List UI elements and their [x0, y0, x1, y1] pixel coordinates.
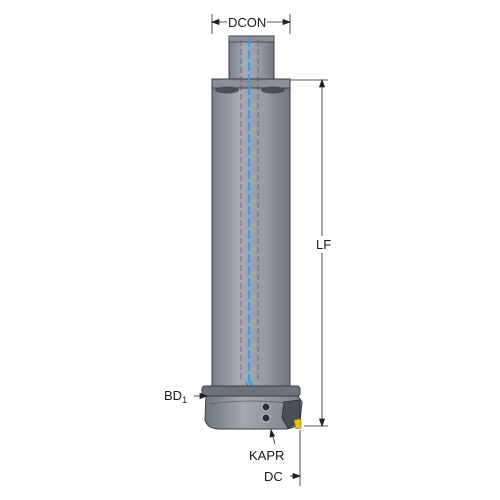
label-dcon: DCON — [227, 15, 268, 30]
clamp-screw-lower — [261, 413, 271, 423]
cutting-head — [201, 385, 303, 430]
flat-left — [215, 86, 239, 94]
dim-bd1 — [194, 392, 209, 400]
dim-lf — [290, 78, 328, 428]
label-dc: DC — [264, 469, 283, 484]
shank-body — [211, 87, 291, 389]
label-lf: LF — [315, 236, 333, 253]
flat-right — [261, 86, 285, 94]
dim-kapr — [269, 428, 276, 445]
label-bd1: BD1 — [164, 388, 188, 405]
dim-dc — [290, 430, 302, 486]
connection-spigot — [228, 35, 275, 81]
clamp-screw-upper — [261, 402, 271, 412]
cutting-insert — [293, 418, 302, 430]
label-kapr: KAPR — [249, 448, 285, 463]
